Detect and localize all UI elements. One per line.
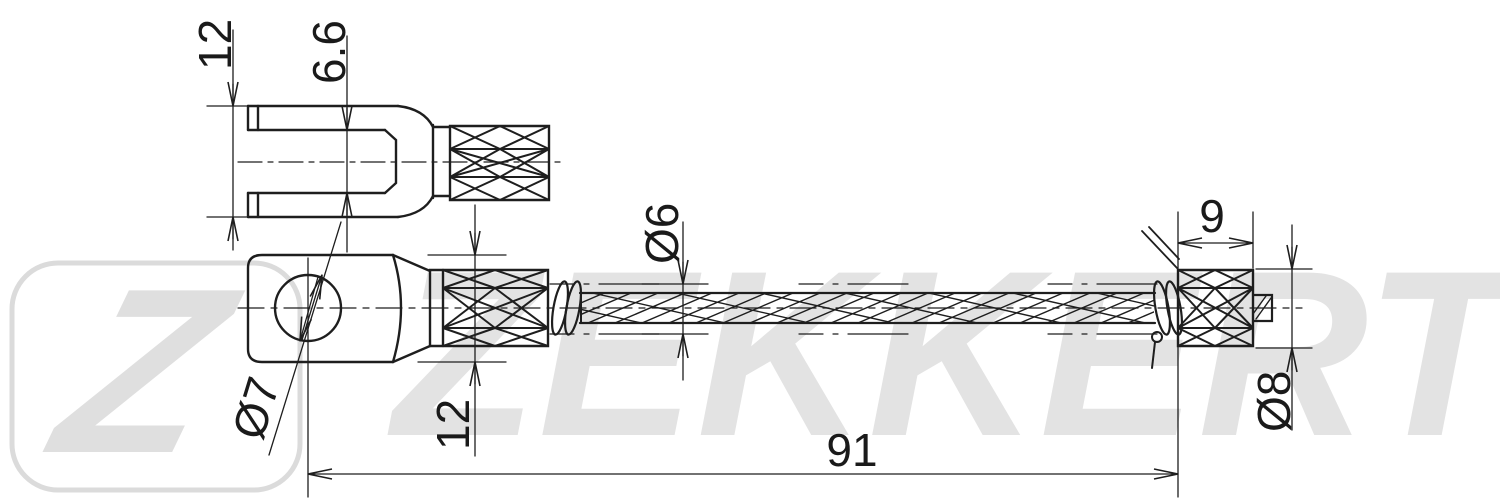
dim-cable-length-label: 91 xyxy=(826,424,877,476)
dim-ferrule-length-label: 9 xyxy=(1199,190,1225,242)
dimension-lines xyxy=(206,29,1313,498)
dim-fork-width-label: 12 xyxy=(189,19,241,70)
dim-body-height-label: 12 xyxy=(427,399,479,450)
hole-dimension-leader xyxy=(268,221,342,456)
dim-slot-width-label: 6.6 xyxy=(303,20,355,84)
dimension-labels: 12 6.6 Ø7 12 Ø6 91 9 Ø8 xyxy=(189,19,1300,476)
logo-z-letter: Z xyxy=(28,239,260,502)
top-view-fork xyxy=(237,104,563,219)
dim-ferrule-diameter-label: Ø8 xyxy=(1248,371,1300,432)
dim-hole-diameter-label: Ø7 xyxy=(222,371,290,445)
dim-spring-diameter-label: Ø6 xyxy=(636,203,688,264)
logo-rounded-box xyxy=(9,260,303,493)
brand-watermark-text: ZEKKERT xyxy=(387,222,1500,486)
line-art xyxy=(206,29,1313,498)
watermark: Z ZEKKERT xyxy=(9,222,1500,502)
